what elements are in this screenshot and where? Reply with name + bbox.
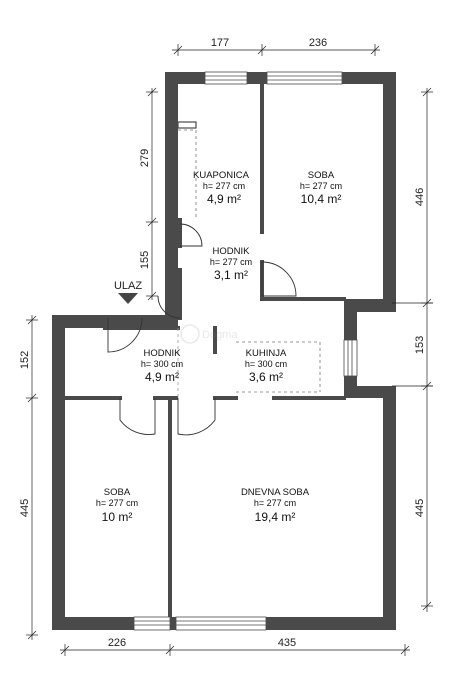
dim-left-3: 152 xyxy=(19,351,31,369)
dim-right-1: 446 xyxy=(414,188,426,206)
room-area: 4,9 m² xyxy=(207,192,241,206)
room-hodnik-mid: HODNIK h= 300 cm 4,9 m² xyxy=(141,348,183,384)
room-height: h= 277 cm xyxy=(96,498,138,508)
walls xyxy=(52,72,396,630)
room-name: HODNIK xyxy=(144,348,182,359)
dim-left-2: 155 xyxy=(139,251,151,269)
door-soba-bottom xyxy=(119,398,156,435)
entrance-arrow-icon xyxy=(118,293,138,304)
room-name: KUAPONICA xyxy=(193,170,250,181)
dim-left-1: 279 xyxy=(139,149,151,167)
window-bottom-right xyxy=(175,616,267,631)
room-height: h= 277 cm xyxy=(254,498,296,508)
window-top-left xyxy=(204,71,248,85)
entrance-marker: ULAZ xyxy=(114,280,142,304)
room-height: h= 277 cm xyxy=(300,181,342,191)
room-labels: KUAPONICA h= 277 cm 4,9 m² SOBA h= 277 c… xyxy=(96,170,342,524)
window-top-right xyxy=(266,71,343,85)
room-height: h= 277 cm xyxy=(210,257,252,267)
dimension-lines xyxy=(26,44,433,656)
window-kitchen xyxy=(343,339,358,377)
watermark-text: Dogma xyxy=(202,329,238,341)
dim-top-2: 236 xyxy=(309,37,327,49)
room-area: 10 m² xyxy=(102,510,133,524)
dim-right-3: 445 xyxy=(414,499,426,517)
kitchen-counter xyxy=(236,341,321,393)
entrance-label: ULAZ xyxy=(114,280,142,292)
room-kuhinja: KUHINJA h= 300 cm 3,6 m² xyxy=(245,348,287,384)
door-bathroom xyxy=(179,223,203,247)
windows xyxy=(133,71,358,631)
room-name: DNEVNA SOBA xyxy=(241,487,310,498)
room-height: h= 300 cm xyxy=(245,359,287,369)
room-area: 19,4 m² xyxy=(255,510,296,524)
dim-top-1: 177 xyxy=(211,37,229,49)
window-bottom-left xyxy=(133,616,171,631)
room-area: 3,1 m² xyxy=(214,268,248,282)
dim-bottom-2: 435 xyxy=(278,637,296,649)
door-entrance xyxy=(107,317,143,353)
door-hodnik-mid xyxy=(157,295,181,319)
room-kupaonica: KUAPONICA h= 277 cm 4,9 m² xyxy=(193,170,250,206)
room-area: 3,6 m² xyxy=(249,370,283,384)
watermark: Dogma xyxy=(180,324,238,344)
dim-bottom-1: 226 xyxy=(108,637,126,649)
dimension-labels: 177 236 226 435 279 155 152 445 446 153 … xyxy=(19,37,426,649)
room-name: KUHINJA xyxy=(246,348,287,359)
bathroom-fixtures xyxy=(178,129,197,220)
room-soba-bottom: SOBA h= 277 cm 10 m² xyxy=(96,487,138,524)
door-soba-top xyxy=(261,261,297,297)
room-name: SOBA xyxy=(308,170,335,181)
door-dnevna xyxy=(177,398,216,436)
room-dnevna-soba: DNEVNA SOBA h= 277 cm 19,4 m² xyxy=(241,487,310,524)
doors xyxy=(107,223,297,436)
room-area: 4,9 m² xyxy=(145,370,179,384)
room-height: h= 277 cm xyxy=(203,181,245,191)
room-soba-top: SOBA h= 277 cm 10,4 m² xyxy=(300,170,342,206)
room-hodnik-top: HODNIK h= 277 cm 3,1 m² xyxy=(210,246,252,282)
dim-left-4: 445 xyxy=(19,499,31,517)
room-area: 10,4 m² xyxy=(301,192,342,206)
room-height: h= 300 cm xyxy=(141,359,183,369)
room-name: HODNIK xyxy=(213,246,251,257)
room-name: SOBA xyxy=(104,487,131,498)
dim-right-2: 153 xyxy=(414,336,426,354)
